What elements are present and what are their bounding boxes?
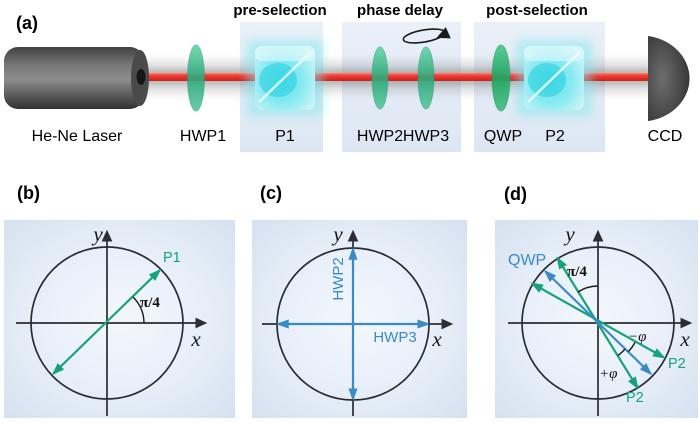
panel-a-tag: (a): [16, 13, 38, 33]
panel-b-tag: (b): [17, 183, 40, 203]
panel-b-background: [4, 220, 235, 418]
hwp2-waveplate-icon: [371, 46, 389, 110]
panel-c-background: [252, 220, 467, 418]
p1-vector-label: P1: [163, 250, 181, 266]
y-axis-label: y: [91, 222, 103, 246]
minus-phi-angle-arc: [627, 342, 636, 353]
label-p1: P1: [275, 128, 295, 145]
stage-label-pre-selection: pre-selection: [233, 2, 327, 19]
panel-d-tag: (d): [504, 184, 527, 204]
optical-setup-canvas: [4, 22, 690, 152]
qwp-waveplate-icon: [491, 44, 511, 112]
p2-vector-label-right: P2: [668, 356, 686, 372]
ccd-detector-icon: [648, 36, 690, 121]
minus-phi-angle-label: −φ: [628, 329, 646, 345]
laser-icon: [4, 47, 149, 109]
plus-phi-angle-arc: [617, 348, 626, 357]
x-axis-label: x: [431, 327, 442, 351]
plus-phi-angle-label: +φ: [599, 366, 617, 382]
label-laser: He-Ne Laser: [31, 128, 123, 145]
hwp1-waveplate-icon: [187, 44, 205, 112]
y-axis-label: y: [331, 222, 343, 246]
p1-vector-arrow: [51, 268, 162, 376]
label-hwp2: HWP2: [356, 128, 404, 145]
hwp2-vector-label: HWP2: [330, 257, 347, 300]
pi4-angle-label: π/4: [567, 264, 587, 280]
label-hwp1: HWP1: [179, 128, 227, 145]
p1-polarizer-icon: [247, 40, 323, 116]
pi4-angle-label: π/4: [140, 295, 160, 311]
label-qwp: QWP: [483, 128, 523, 145]
x-axis-label: x: [679, 327, 690, 351]
qwp-vector-label: QWP: [508, 252, 546, 269]
label-p2: P2: [545, 128, 565, 145]
panel-d-diagram: y x π/4 QWP −φ +φ P2 P2: [495, 220, 698, 418]
label-ccd: CCD: [647, 128, 683, 145]
p2-polarizer-icon: [516, 40, 592, 116]
unit-circle: [30, 246, 184, 400]
panel-c-diagram: y x HWP2 HWP3: [252, 220, 467, 418]
y-axis-label: y: [563, 222, 575, 246]
label-hwp3: HWP3: [402, 128, 450, 145]
hwp3-waveplate-icon: [417, 46, 435, 110]
stage-label-phase-delay: phase delay: [357, 2, 443, 19]
qwp-vector-arrow: [543, 269, 653, 376]
p2-vector-label-bottom: P2: [626, 390, 644, 406]
x-axis-label: x: [190, 327, 201, 351]
panel-c-tag: (c): [260, 183, 282, 203]
rotation-arrow-icon: [402, 27, 451, 44]
pi4-angle-arc: [132, 296, 145, 324]
panel-b-diagram: y x π/4 P1: [4, 220, 235, 418]
unit-circle: [521, 246, 675, 400]
hwp3-vector-label: HWP3: [373, 329, 416, 346]
pi4-angle-arc: [577, 285, 599, 293]
stage-label-post-selection: post-selection: [486, 2, 588, 19]
